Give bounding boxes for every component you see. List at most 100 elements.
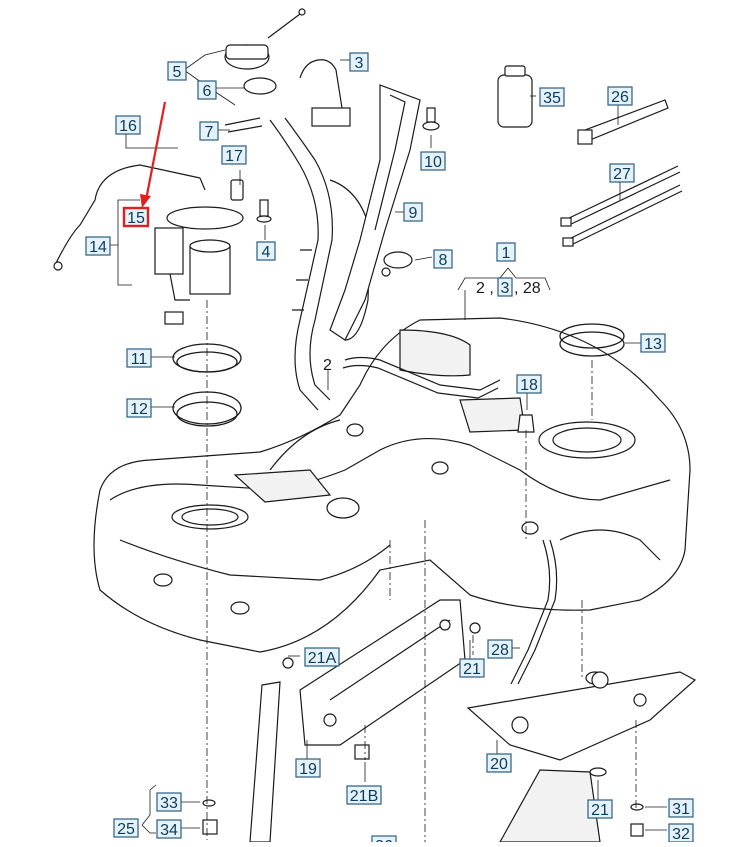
- callout-c7[interactable]: 7: [199, 121, 219, 141]
- callout-box: [420, 151, 446, 171]
- callout-c21b[interactable]: 21: [459, 658, 485, 678]
- fuel-pump-assembly: [53, 164, 244, 325]
- callout-c31[interactable]: 31: [668, 798, 694, 818]
- callout-label: 17: [225, 148, 243, 165]
- callout-label: 10: [424, 154, 442, 171]
- callout-box: [126, 348, 152, 368]
- part-9-bracket: [329, 84, 421, 341]
- callout-label: 8: [439, 252, 448, 269]
- part-35-bottle: [497, 65, 533, 128]
- callout-label: 33: [160, 795, 178, 812]
- callout-box: [256, 241, 276, 261]
- callout-box: [199, 121, 219, 141]
- leader-lines: [106, 49, 667, 834]
- callout-c19[interactable]: 19: [295, 758, 321, 778]
- callout-c26[interactable]: 26: [607, 86, 633, 106]
- callout-c12[interactable]: 12: [126, 398, 152, 418]
- callout-label: 13: [644, 336, 662, 353]
- callout-c8[interactable]: 8: [433, 249, 453, 269]
- callout-c10[interactable]: 10: [420, 151, 446, 171]
- callout-label: 4: [262, 244, 271, 261]
- callout-c3[interactable]: 3: [349, 52, 369, 72]
- callout-label: 18: [520, 377, 538, 394]
- callout-box: [221, 145, 247, 165]
- callout-c5[interactable]: 5: [167, 61, 187, 81]
- callout-c35[interactable]: 35: [539, 87, 565, 107]
- callout-box: [487, 639, 513, 659]
- filler-pipe: [269, 117, 371, 411]
- callout-label: 27: [613, 166, 631, 183]
- callout-label: 34: [160, 822, 178, 839]
- callout-label: 36: [375, 838, 393, 842]
- callout-box: [122, 206, 150, 228]
- callout-label: 11: [131, 351, 148, 368]
- callout-label: 14: [89, 239, 107, 256]
- callout-box: [496, 242, 516, 262]
- callout-box: [539, 87, 565, 107]
- callout-box: [346, 785, 382, 805]
- part-2-line: [342, 356, 501, 399]
- callout-c4[interactable]: 4: [256, 241, 276, 261]
- callout-label: 32: [672, 826, 690, 842]
- callout-c32[interactable]: 32: [668, 823, 694, 843]
- note-1-box: [497, 277, 513, 297]
- fuel-tank: [93, 317, 691, 685]
- part-20-shield: [466, 671, 697, 761]
- small-hardware: [202, 622, 644, 837]
- callout-c28[interactable]: 28: [487, 639, 513, 659]
- note-1: 2 , 3 , 28: [476, 277, 541, 297]
- callout-c6[interactable]: 6: [197, 80, 217, 100]
- callout-c11[interactable]: 11: [126, 348, 152, 368]
- callout-box: [115, 115, 141, 135]
- label-2-plain: 2: [323, 357, 332, 374]
- callout-label: 21B: [350, 788, 378, 805]
- callout-c33[interactable]: 33: [156, 792, 182, 812]
- callout-c17[interactable]: 17: [221, 145, 247, 165]
- callout-label: 26: [611, 89, 629, 106]
- part-27-straps: [560, 165, 683, 247]
- callout-box: [126, 398, 152, 418]
- callout-box: [295, 758, 321, 778]
- callout-c14[interactable]: 14: [85, 236, 111, 256]
- note-1-suffix: , 28: [514, 280, 541, 297]
- callout-c27[interactable]: 27: [609, 163, 635, 183]
- callout-c13[interactable]: 13: [640, 333, 666, 353]
- callout-box: [156, 792, 182, 812]
- callout-box: [156, 819, 182, 839]
- part-8-clamp: [381, 251, 413, 277]
- callout-box: [433, 249, 453, 269]
- callout-label: 35: [543, 90, 561, 107]
- callout-c36[interactable]: 36: [371, 835, 397, 847]
- part-28-pipe: [510, 539, 558, 685]
- part-13-ring: [559, 323, 625, 357]
- callout-box: [609, 163, 635, 183]
- callout-box: [640, 333, 666, 353]
- part-3-hose: [299, 59, 351, 127]
- callout-box: [113, 818, 139, 838]
- callout-box: [304, 647, 340, 667]
- callout-c9[interactable]: 9: [403, 202, 423, 222]
- callout-c21c[interactable]: 21: [587, 799, 613, 819]
- callout-label: 16: [119, 118, 137, 135]
- tank-straps: [249, 681, 601, 843]
- callout-box: [516, 374, 542, 394]
- callout-c16[interactable]: 16: [115, 115, 141, 135]
- callout-c21a[interactable]: 21A: [304, 647, 340, 667]
- callout-box: [197, 80, 217, 100]
- callout-box: [587, 799, 613, 819]
- callout-c18[interactable]: 18: [516, 374, 542, 394]
- part-26-clip: [577, 99, 669, 145]
- callout-label: 25: [117, 821, 135, 838]
- filler-cap: [224, 8, 306, 133]
- callout-c1[interactable]: 1: [496, 242, 516, 262]
- callout-c34[interactable]: 34: [156, 819, 182, 839]
- note-1-boxed-value[interactable]: 3: [501, 280, 510, 297]
- callout-c25[interactable]: 25: [113, 818, 139, 838]
- callout-label: 9: [409, 205, 418, 222]
- callout-c15[interactable]: 15: [122, 206, 150, 228]
- callout-c21B[interactable]: 21B: [346, 785, 382, 805]
- callout-c20[interactable]: 20: [486, 753, 512, 773]
